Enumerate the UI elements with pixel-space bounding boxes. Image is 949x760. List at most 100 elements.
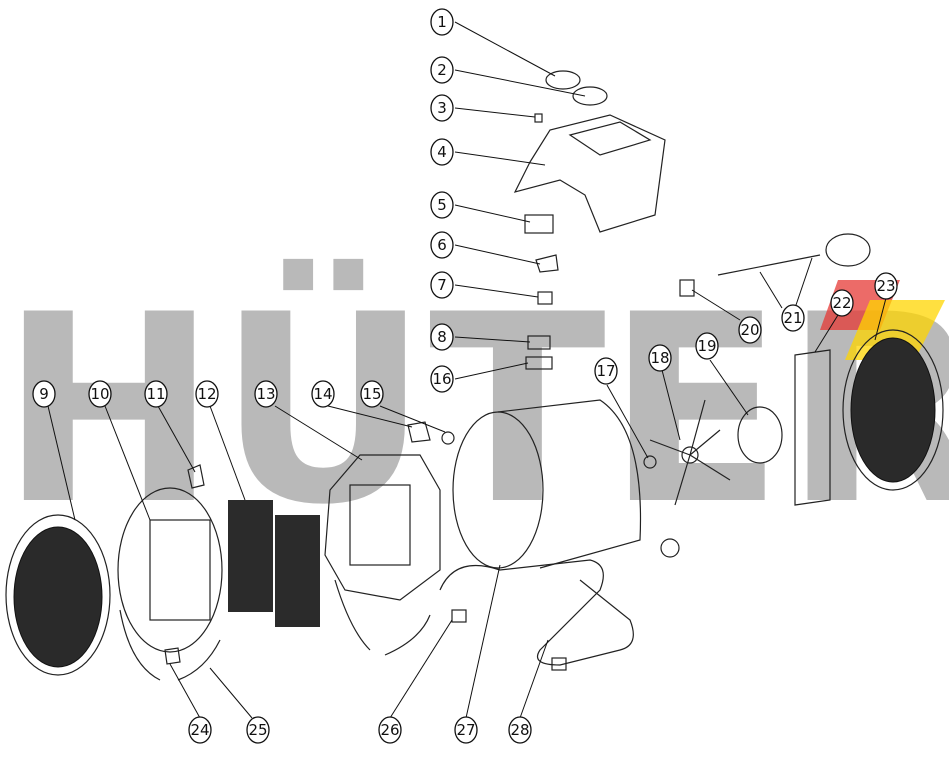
callout-27: 27 (454, 716, 478, 744)
callout-circle (430, 365, 454, 393)
part-stand-foot (551, 657, 567, 671)
leader-lines (47, 21, 887, 719)
part-fan-blades (649, 399, 731, 506)
callout-number: 8 (437, 328, 447, 346)
callout-circle (695, 332, 719, 360)
callout-15: 15 (360, 380, 384, 408)
leader-24 (169, 663, 201, 719)
callout-circle (430, 56, 454, 84)
callout-circle (430, 191, 454, 219)
part-stand-frame (439, 559, 634, 666)
leader-5 (454, 204, 531, 223)
callout-1: 1 (430, 8, 454, 36)
leader-26 (389, 619, 453, 719)
part-bracket-11 (187, 464, 205, 489)
part-rear-grille-ring (842, 329, 944, 491)
callout-circle (88, 380, 112, 408)
part-front-grille-ring (5, 514, 111, 676)
callout-number: 24 (190, 721, 209, 739)
leader-21a (759, 271, 783, 309)
part-connector-14 (407, 421, 431, 443)
part-rear-frame-box (349, 484, 411, 566)
callout-number: 23 (876, 277, 895, 295)
leader-25 (209, 667, 253, 719)
callout-2: 2 (430, 56, 454, 84)
callout-number: 13 (256, 385, 275, 403)
callout-number: 20 (740, 321, 759, 339)
callout-18: 18 (648, 344, 672, 372)
part-washer-17 (643, 455, 657, 469)
callout-circle (874, 272, 898, 300)
callout-circle (144, 380, 168, 408)
leader-9 (47, 405, 76, 521)
leader-18 (661, 369, 681, 441)
part-front-frame-box (149, 519, 211, 621)
callout-19: 19 (695, 332, 719, 360)
callout-number: 17 (596, 362, 615, 380)
part-spring (679, 279, 695, 297)
callout-circle (430, 8, 454, 36)
leader-15 (379, 405, 446, 433)
callout-21: 21 (781, 304, 805, 332)
part-front-grille-mesh (13, 526, 103, 668)
callout-number: 27 (456, 721, 475, 739)
leader-3 (454, 107, 536, 118)
part-plug (825, 233, 871, 267)
callout-number: 9 (39, 385, 49, 403)
part-motor (737, 406, 783, 464)
callout-circle (430, 94, 454, 122)
leader-22 (814, 314, 839, 353)
part-cable (717, 254, 821, 276)
leader-20 (691, 289, 741, 321)
callout-6: 6 (430, 231, 454, 259)
part-screw-3 (534, 113, 543, 123)
callout-circle (360, 380, 384, 408)
leader-28 (519, 639, 549, 719)
leader-16 (454, 362, 529, 380)
leader-19 (709, 359, 749, 416)
part-rear-bracket (794, 349, 831, 506)
callout-7: 7 (430, 271, 454, 299)
part-contact (535, 254, 559, 273)
leader-11 (157, 405, 196, 473)
callout-number: 5 (437, 196, 447, 214)
callout-number: 7 (437, 276, 447, 294)
leader-10 (104, 405, 151, 521)
part-top-housing-window (568, 121, 652, 156)
part-rear-grille-mesh (850, 337, 936, 483)
callout-number: 1 (437, 13, 447, 31)
callout-26: 26 (378, 716, 402, 744)
leader-4 (454, 151, 546, 166)
callout-circle (738, 316, 762, 344)
part-clip-25 (177, 639, 221, 681)
callout-circle (430, 271, 454, 299)
part-front-clip-arc (119, 609, 161, 681)
part-stand-foot-26 (451, 609, 467, 623)
part-washer-15 (441, 431, 455, 445)
callout-number: 19 (697, 337, 716, 355)
callout-circle (430, 323, 454, 351)
callout-9: 9 (32, 380, 56, 408)
leader-12 (209, 405, 246, 501)
leader-8 (454, 336, 531, 343)
leader-13 (274, 405, 363, 461)
part-top-housing (513, 114, 666, 233)
callout-16: 16 (430, 365, 454, 393)
leader-27 (465, 564, 501, 719)
callout-circle (648, 344, 672, 372)
leader-17 (606, 384, 649, 459)
leader-7 (454, 284, 539, 298)
part-heating-element-b (275, 515, 320, 627)
callout-17: 17 (594, 357, 618, 385)
part-rear-clip-arc (334, 579, 371, 651)
callout-circle (430, 231, 454, 259)
leader-23 (874, 297, 887, 341)
callout-circle (430, 138, 454, 166)
callout-circle (32, 380, 56, 408)
callout-circle (378, 716, 402, 744)
part-front-frame (117, 487, 223, 653)
callout-number: 14 (313, 385, 332, 403)
callout-number: 15 (362, 385, 381, 403)
